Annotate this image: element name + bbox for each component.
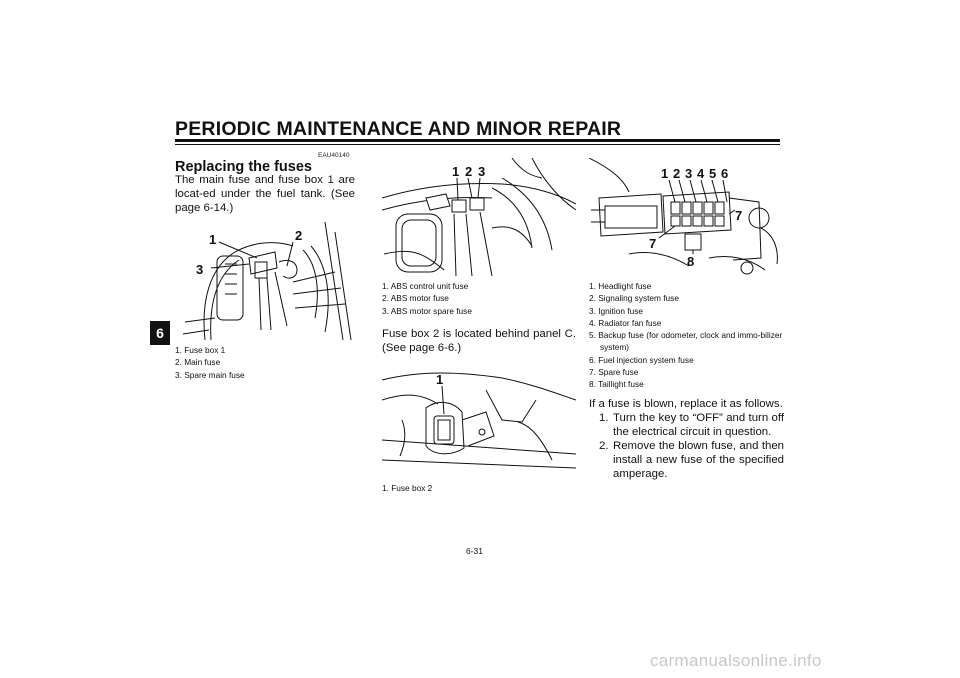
fig1-callout-3: 3: [196, 262, 203, 277]
step-number: 1.: [599, 412, 609, 424]
step-number: 2.: [599, 440, 609, 452]
figure2-caption: 1. ABS control unit fuse 2. ABS motor fu…: [382, 280, 576, 317]
procedure-intro: If a fuse is blown, replace it as follow…: [589, 398, 783, 410]
fuse-box-detail-illustration: 1 2 3 4 5 6 7 7 8: [589, 158, 778, 275]
header-rule-thin: [175, 144, 780, 145]
fig3-callout-1: 1: [436, 372, 443, 387]
fuse-box-2-illustration: 1: [382, 372, 576, 469]
fig4-callout-8: 8: [687, 254, 694, 269]
fig2-callout-1: 1: [452, 164, 459, 179]
caption-item: 6. Fuel injection system fuse: [589, 354, 694, 365]
step-text: Remove the blown fuse, and then install …: [613, 440, 784, 480]
figure1-caption: 1. Fuse box 1 2. Main fuse 3. Spare main…: [175, 344, 355, 381]
fig4-callout-6: 6: [721, 166, 728, 181]
fuse-box-2-paragraph: Fuse box 2 is located behind panel C. (S…: [382, 328, 576, 354]
watermark: carmanualsonline.info: [650, 651, 822, 670]
fig1-callout-2: 2: [295, 228, 302, 243]
figure-fuse-box-2: 1: [382, 360, 576, 478]
abs-fuses-illustration: 1 2 3: [382, 158, 576, 276]
figure4-caption: 1. Headlight fuse 2. Signaling system fu…: [589, 280, 784, 391]
chapter-tab: 6: [150, 321, 170, 345]
fuse-box-1-illustration: 1 2 3: [182, 222, 352, 340]
intro-paragraph: The main fuse and fuse box 1 are locat-e…: [175, 174, 355, 214]
fig2-callout-2: 2: [465, 164, 472, 179]
figure3-caption: 1. Fuse box 2: [382, 482, 576, 494]
fig4-callout-7a: 7: [735, 208, 742, 223]
caption-item: 2. Main fuse: [175, 357, 221, 368]
figure-fuse-box-2-detail: 1 2 3 4 5 6 7 7 8: [589, 158, 783, 276]
figure-abs-fuses: 1 2 3: [382, 158, 576, 276]
reference-code: EAU40140: [318, 152, 350, 159]
page-number: 6-31: [466, 546, 484, 556]
caption-item: 1. Fuse box 2: [382, 483, 433, 493]
fig2-callout-3: 3: [478, 164, 485, 179]
caption-item: 1. Headlight fuse: [589, 281, 652, 291]
fig1-callout-1: 1: [209, 232, 216, 247]
header-rule: [175, 139, 780, 142]
fig4-callout-3: 3: [685, 166, 692, 181]
caption-item: 7. Spare fuse: [589, 367, 639, 378]
fig4-callout-7b: 7: [649, 236, 656, 251]
section-heading: Replacing the fuses: [175, 159, 312, 175]
procedure-step: 2. Remove the blown fuse, and then insta…: [589, 439, 784, 481]
page-header-title: PERIODIC MAINTENANCE AND MINOR REPAIR: [175, 118, 622, 140]
caption-item: 1. ABS control unit fuse: [382, 281, 469, 291]
caption-item: 3. Ignition fuse: [589, 305, 643, 316]
caption-item: 2. Signaling system fuse: [589, 293, 679, 304]
caption-item: 3. ABS motor spare fuse: [382, 305, 472, 316]
fig4-callout-1: 1: [661, 166, 668, 181]
procedure-steps: 1. Turn the key to “OFF” and turn off th…: [589, 411, 784, 481]
caption-item: 1. Fuse box 1: [175, 345, 226, 355]
fig4-callout-2: 2: [673, 166, 680, 181]
caption-item: 5. Backup fuse (for odometer, clock and …: [589, 330, 783, 353]
procedure-step: 1. Turn the key to “OFF” and turn off th…: [589, 411, 784, 439]
caption-item: 8. Taillight fuse: [589, 379, 644, 390]
fig4-callout-4: 4: [697, 166, 705, 181]
caption-item: 4. Radiator fan fuse: [589, 317, 662, 328]
caption-item: 2. ABS motor fuse: [382, 293, 449, 304]
caption-item: 3. Spare main fuse: [175, 369, 245, 380]
step-text: Turn the key to “OFF” and turn off the e…: [613, 412, 784, 438]
figure-fuse-box-1: 1 2 3: [175, 222, 355, 340]
fig4-callout-5: 5: [709, 166, 716, 181]
